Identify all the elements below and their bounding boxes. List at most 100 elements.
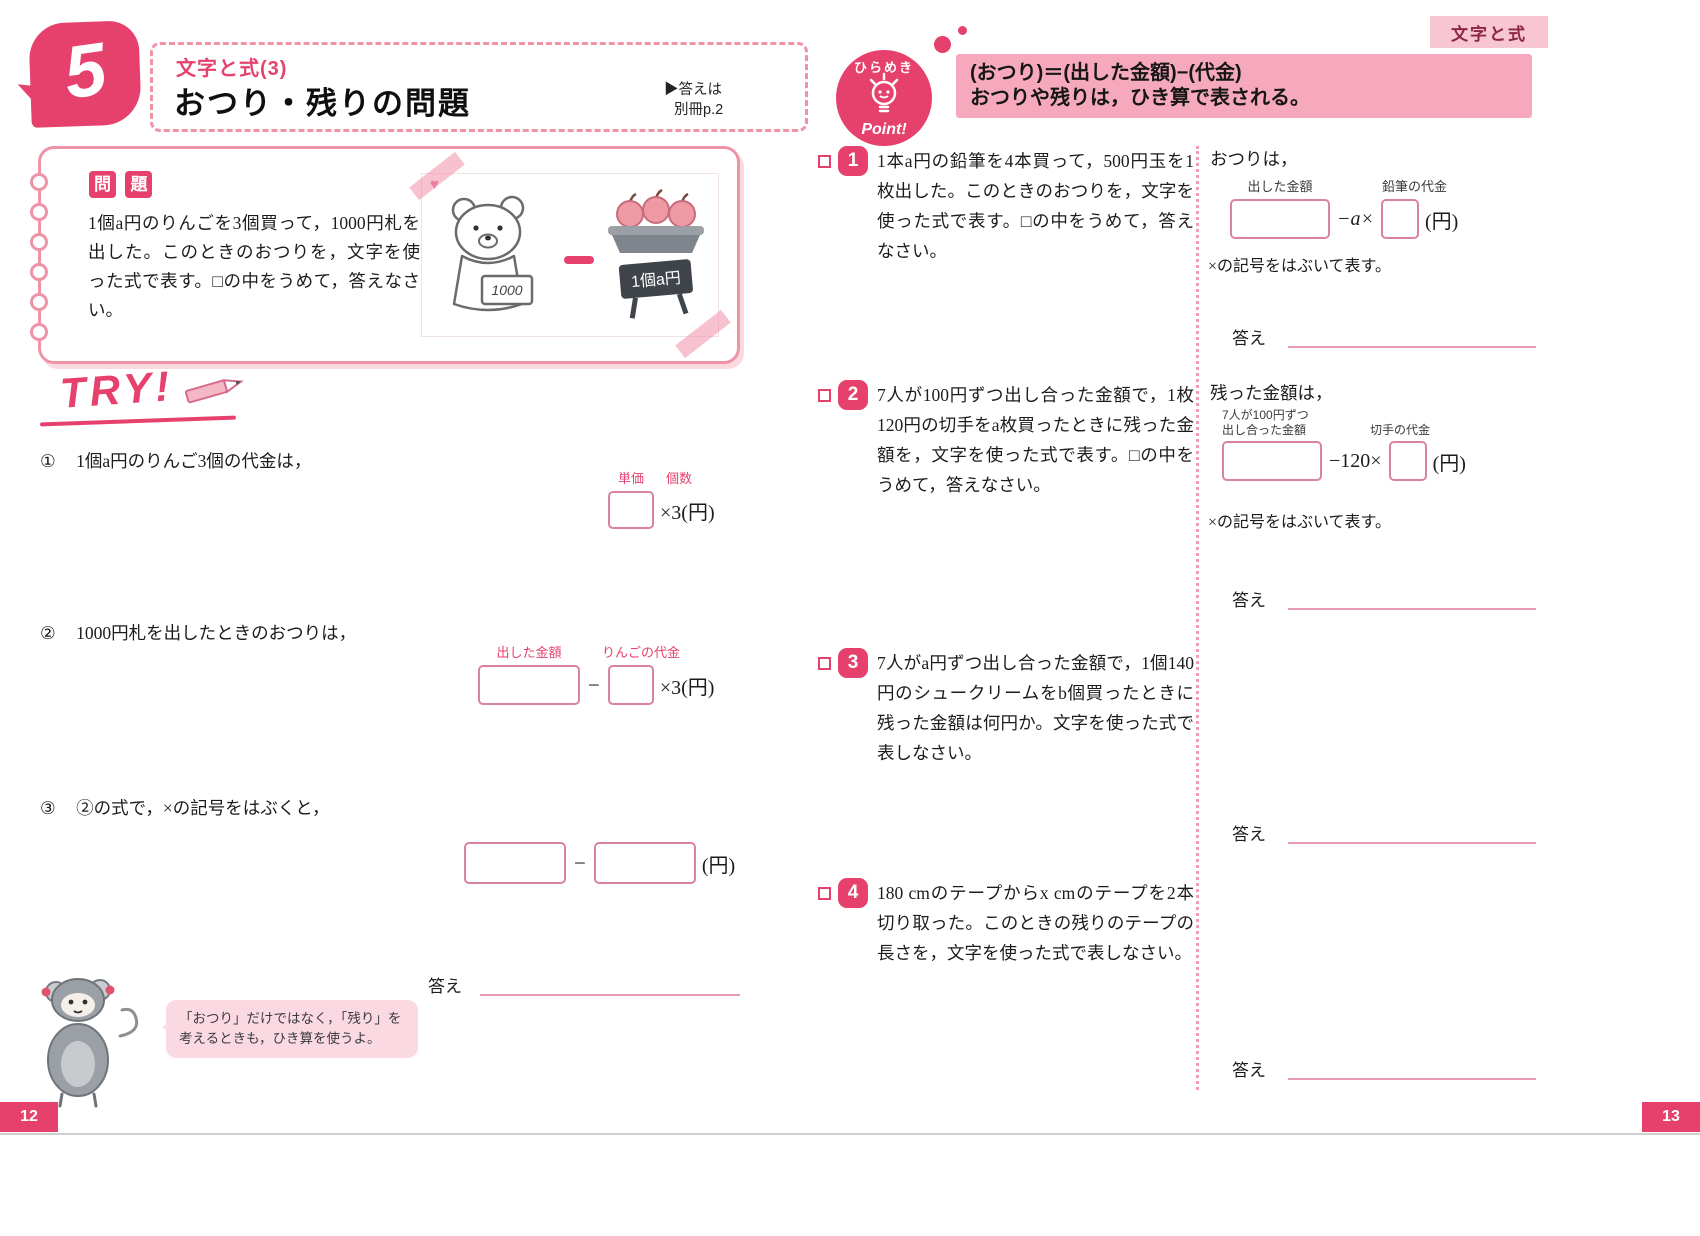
answer-reference-line1: ▶答えは	[664, 82, 722, 98]
point-badge-label: Point!	[861, 121, 907, 138]
p1-expression-mid: −a×	[1337, 207, 1374, 230]
header-dashed-frame	[150, 42, 808, 132]
problem-1: 1 1本a円の鉛筆を4本買って，500円玉を1枚出した。このときのおつりを，文字…	[818, 146, 1194, 266]
monkey-tip: 「おつり」だけではなく，「残り」を 考えるときも，ひき算を使うよ。	[166, 1000, 418, 1058]
expression-3-suffix: (円)	[701, 854, 736, 877]
p1-answer-intro: おつりは，	[1210, 149, 1298, 169]
answer-reference: ▶答えは 別冊p.2	[664, 80, 723, 120]
p1-expression-suffix: (円)	[1425, 210, 1459, 233]
pencil-icon	[184, 379, 244, 404]
p1-answer-line[interactable]	[1288, 346, 1536, 348]
expression-1: 単価 個数 ×3(円)	[608, 468, 715, 529]
point-formula: (おつり)＝(出した金額)−(代金)	[970, 62, 1242, 84]
p2-fill-box-pool[interactable]	[1222, 441, 1322, 481]
problem-2-number: 2	[838, 380, 868, 410]
problem-4-checkbox[interactable]	[818, 887, 831, 900]
label-count: 個数	[666, 471, 693, 486]
try-step-1: ① 1個a円のりんご3個の代金は，	[40, 448, 311, 473]
fill-box-amount-paid[interactable]	[478, 665, 580, 705]
expression-1-labels: 単価 個数	[608, 468, 715, 487]
expression-2-suffix: ×3(円)	[659, 676, 715, 699]
p2-fill-box-count[interactable]	[1388, 441, 1427, 481]
step-text: ②の式で，×の記号をはぶくと，	[76, 798, 330, 818]
problem-1-text: 1本a円の鉛筆を4本買って，500円玉を1枚出した。このときのおつりを，文字を使…	[877, 151, 1194, 261]
expression-2-labels: 出した金額 りんごの代金	[478, 642, 714, 661]
lesson-number-badge: 5	[14, 20, 142, 132]
p2-expression-suffix: (円)	[1432, 452, 1466, 475]
heart-decoration: ♥	[430, 176, 439, 193]
expression-1-suffix: ×3(円)	[660, 501, 715, 524]
try-step-3: ③ ②の式で，×の記号をはぶくと，	[40, 795, 330, 820]
problem-label: 問 題	[89, 171, 157, 198]
problem-3: 3 7人がa円ずつ出し合った金額で，1個140円のシュークリームをb個買ったとき…	[818, 648, 1194, 768]
binder-ring	[30, 233, 48, 251]
monkey-speech-bubble: 「おつり」だけではなく，「残り」を 考えるときも，ひき算を使うよ。	[162, 1000, 418, 1058]
monkey-tip-line1: 「おつり」だけではなく，「残り」を	[179, 1011, 402, 1026]
page-bottom-edge	[0, 1133, 1700, 1135]
problem-1-checkbox[interactable]	[818, 155, 831, 168]
step-number: ①	[40, 451, 56, 471]
monkey-tip-line2: 考えるときも，ひき算を使うよ。	[179, 1031, 381, 1046]
p2-expression-labels: 7人が100円ずつ 出し合った金額 切手の代金	[1222, 408, 1466, 438]
point-banner: (おつり)＝(出した金額)−(代金) おつりや残りは，ひき算で表される。	[956, 54, 1532, 118]
p4-answer-label: 答え	[1232, 1061, 1266, 1080]
p2-expression-mid: −120×	[1329, 449, 1382, 472]
problem-label-char1: 問	[89, 171, 116, 198]
p4-answer-line[interactable]	[1288, 1078, 1536, 1080]
problem-label-char2: 題	[125, 171, 153, 198]
problem-statement: 1個a円のりんごを3個買って，1000円札を出した。このときのおつりを，文字を使…	[88, 213, 420, 320]
label-apple-cost: りんごの代金	[602, 645, 681, 660]
problem-2-checkbox[interactable]	[818, 389, 831, 402]
step-number: ③	[40, 798, 56, 818]
p2-expression: 7人が100円ずつ 出し合った金額 切手の代金 −120× (円)	[1222, 408, 1466, 481]
p1-answer-label: 答え	[1232, 329, 1266, 348]
p1-expression-labels: 出した金額 鉛筆の代金	[1230, 176, 1458, 195]
p1-label-paid: 出した金額	[1247, 179, 1313, 194]
p3-answer-line[interactable]	[1288, 842, 1536, 844]
problem-4-number: 4	[838, 878, 868, 908]
p1-label-pencil-cost: 鉛筆の代金	[1382, 179, 1448, 194]
price-sign-text: 1個a円	[630, 269, 681, 291]
fill-box-unit-price[interactable]	[608, 491, 654, 529]
chapter-tab: 文字と式	[1430, 16, 1548, 48]
problem-3-number: 3	[838, 648, 868, 678]
lesson-number: 5	[58, 26, 112, 114]
point-badge: ひらめき Point!	[836, 50, 932, 146]
p1-note: ×の記号をはぶいて表す。	[1208, 258, 1391, 275]
binder-ring	[30, 323, 48, 341]
point-badge-arc-text: ひらめき	[853, 60, 914, 75]
try-heading: TRY!	[58, 362, 174, 417]
minus-sign-decoration	[564, 256, 594, 264]
binder-ring	[30, 293, 48, 311]
lesson-category: 文字と式(3)	[176, 58, 288, 80]
left-answer-line[interactable]	[480, 994, 740, 996]
problem-box: 問 題 1個a円のりんごを3個買って，1000円札を出した。このときのおつりを，…	[30, 146, 740, 364]
fill-box-right-term[interactable]	[593, 842, 696, 884]
step-text: 1000円札を出したときのおつりは，	[76, 623, 357, 643]
label-unit-price: 単価	[617, 471, 644, 486]
p1-fill-box-count[interactable]	[1381, 199, 1419, 239]
expression-3-operator: −	[574, 850, 586, 875]
try-step-2: ② 1000円札を出したときのおつりは，	[40, 620, 356, 645]
fill-box-apple-price[interactable]	[607, 665, 654, 705]
problem-4-text: 180 cmのテープからx cmのテープを2本切り取った。このときの残りのテープ…	[877, 883, 1194, 963]
p2-note: ×の記号をはぶいて表す。	[1208, 514, 1391, 531]
expression-3: − (円)	[464, 842, 735, 884]
problem-3-checkbox[interactable]	[818, 657, 831, 670]
p1-fill-box-paid[interactable]	[1230, 199, 1330, 239]
binder-ring	[30, 203, 48, 221]
p2-answer-line[interactable]	[1288, 608, 1536, 610]
problem-illustration: ♥ 1000	[409, 151, 731, 359]
bear-illustration: 1000	[451, 195, 534, 312]
binder-ring	[30, 173, 48, 191]
page-number-left: 12	[0, 1102, 58, 1132]
p2-answer-intro: 残った金額は，	[1210, 383, 1333, 403]
answer-reference-line2: 別冊p.2	[674, 102, 724, 118]
lesson-title: おつり・残りの問題	[174, 86, 471, 121]
apples-illustration: 1個a円	[608, 188, 704, 319]
bill-text: 1000	[491, 282, 522, 298]
p2-answer-label: 答え	[1232, 591, 1266, 610]
fill-box-left-term[interactable]	[464, 842, 566, 884]
lightbulb-icon	[869, 72, 899, 113]
step-number: ②	[40, 623, 56, 643]
